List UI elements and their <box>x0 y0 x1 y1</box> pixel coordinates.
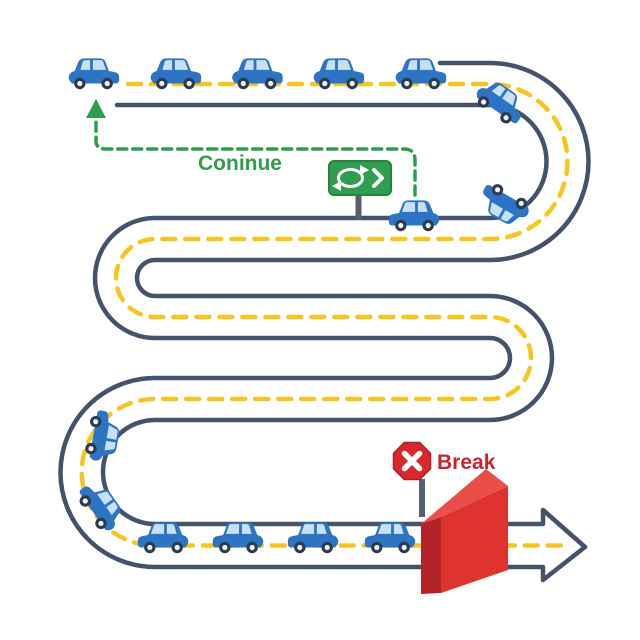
car-icon-at-sign <box>388 200 440 232</box>
up-arrow-icon <box>86 99 106 118</box>
continue-path: Coninue <box>86 99 417 197</box>
car-icon <box>68 58 120 90</box>
break-label: Break <box>437 451 496 474</box>
car-icon <box>364 522 416 554</box>
car-icon <box>212 522 264 554</box>
road-center-dashed-line <box>79 81 571 548</box>
wall-main-face <box>441 486 508 593</box>
break-wall <box>421 469 508 594</box>
car-icon-curve <box>474 178 534 231</box>
wall-top-face <box>421 469 508 524</box>
sign-post <box>355 192 362 220</box>
bottom-car-row <box>137 522 416 554</box>
continue-label: Coninue <box>198 152 282 175</box>
x-icon <box>401 450 423 472</box>
wall-left-face <box>421 517 441 594</box>
chevron-right-icon <box>372 168 384 188</box>
break-sign: Break <box>392 441 496 517</box>
car-icon <box>287 522 339 554</box>
serpentine-road <box>58 60 591 583</box>
road-edge-outer <box>100 60 591 550</box>
road-edge-inner <box>58 102 588 583</box>
continue-dashed-line <box>94 117 417 197</box>
stop-sign-post <box>419 479 425 517</box>
car-icon <box>137 522 189 554</box>
continue-sign <box>328 160 392 220</box>
loop-cycle-icon <box>332 165 369 191</box>
